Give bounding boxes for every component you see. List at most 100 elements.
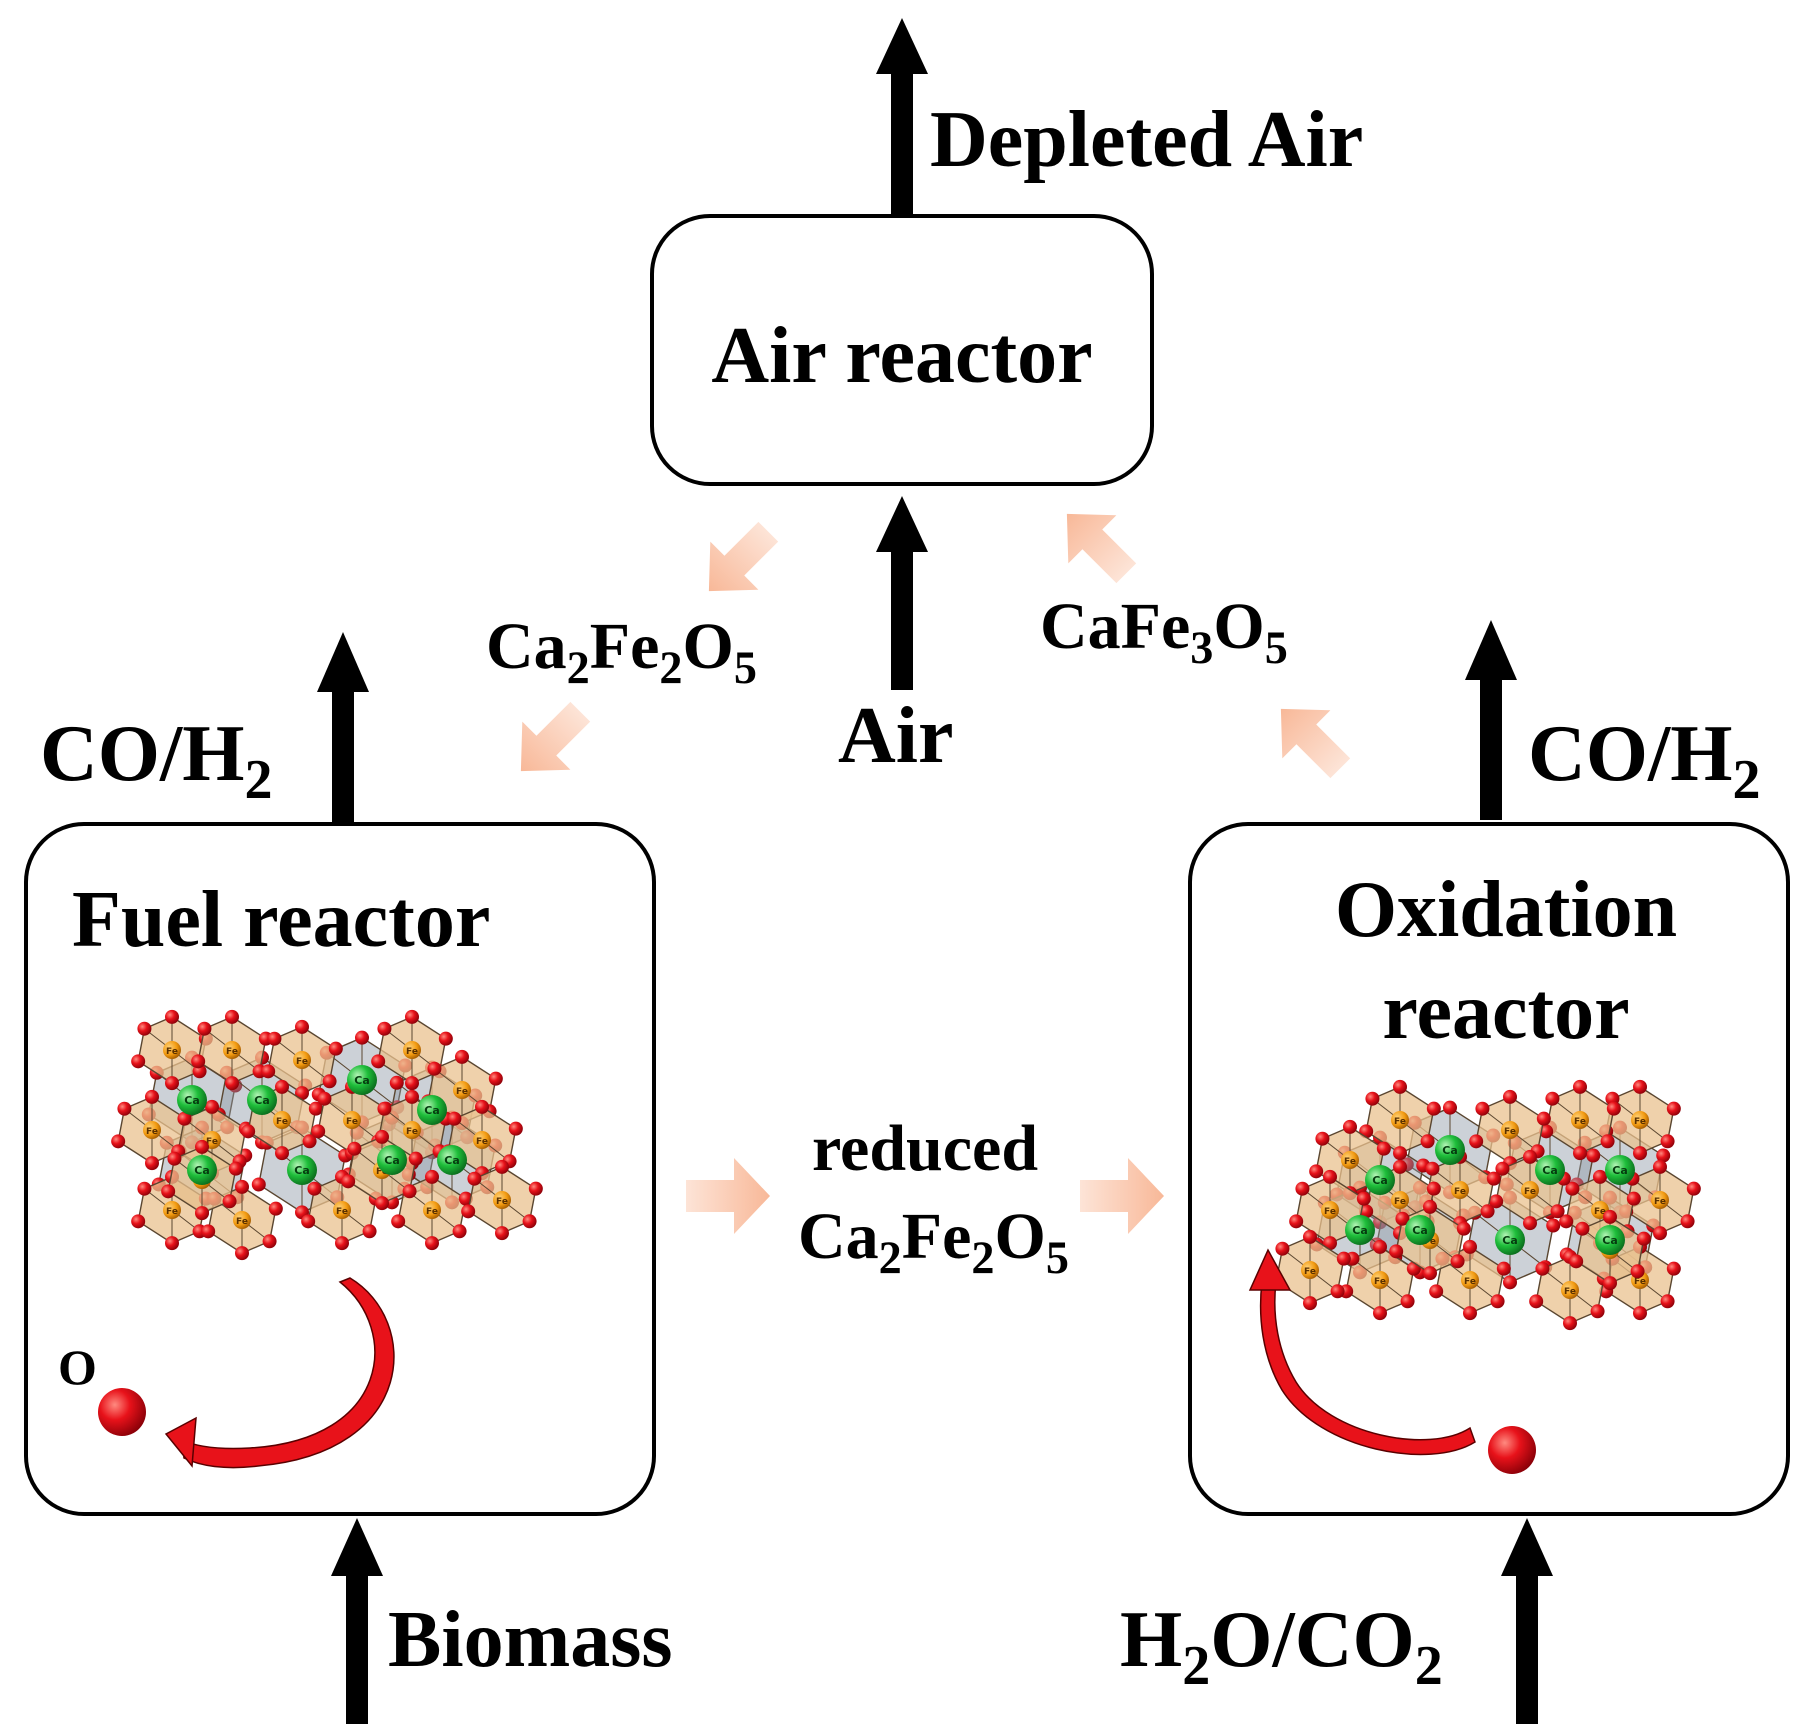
- oxygen-site: [165, 1009, 179, 1024]
- oxygen-site: [235, 1179, 249, 1194]
- oxygen-site: [1546, 1218, 1561, 1233]
- oxygen-site: [1666, 1261, 1681, 1276]
- oxygen-site: [1496, 1261, 1511, 1276]
- oxygen-site: [145, 1156, 159, 1171]
- oxygen-site: [137, 1181, 152, 1196]
- oxygen-site: [241, 1124, 256, 1139]
- calcium-atom: [1345, 1215, 1375, 1245]
- fuel-reactor-title: Fuel reactor: [72, 876, 491, 964]
- flow-arrow-oxidation-to-air-1: [1066, 513, 1137, 584]
- depleted-air-label: Depleted Air: [930, 96, 1364, 184]
- oxygen-site: [1550, 1204, 1565, 1219]
- oxygen-site: [307, 1181, 322, 1196]
- flow-arrow-air-to-fuel-1: [708, 521, 779, 592]
- oxygen-site: [1503, 1275, 1517, 1290]
- oxygen-site: [1636, 1231, 1651, 1246]
- oxygen-site: [228, 1161, 243, 1176]
- oxygen-site: [528, 1181, 543, 1196]
- calcium-atom: [1365, 1165, 1395, 1195]
- oxygen-site: [1356, 1191, 1371, 1206]
- oxygen-site: [1569, 1254, 1584, 1269]
- flow-arrow-air-to-fuel-2: [520, 701, 591, 772]
- iron-atom: [493, 1191, 511, 1209]
- iron-atom-label: Fe: [376, 1167, 388, 1177]
- oxygen-site: [375, 1196, 389, 1211]
- iron-atom-label: Fe: [1654, 1197, 1666, 1207]
- iron-atom-label: Fe: [346, 1117, 358, 1127]
- iron-atom: [1571, 1111, 1589, 1129]
- oxygen-site: [1565, 1181, 1580, 1196]
- calcium-atom-label: Ca: [1352, 1224, 1368, 1237]
- oxygen-release-arrow: [164, 1277, 395, 1469]
- oxygen-site: [145, 1089, 159, 1104]
- solid-flow-arrows: [520, 513, 1351, 1234]
- calcium-atom: [347, 1065, 377, 1095]
- oxygen-site: [322, 1074, 337, 1089]
- oxygen-site: [488, 1071, 503, 1086]
- oxygen-site: [1486, 1171, 1501, 1186]
- oxygen-site: [467, 1171, 482, 1186]
- oxygen-site: [1393, 1079, 1407, 1094]
- iron-atom-label: Fe: [426, 1207, 438, 1217]
- reduced-ca2fe2o5-label: Ca2Fe2O5: [798, 1200, 1069, 1283]
- oxygen-site: [1426, 1181, 1441, 1196]
- oxygen-site: [1536, 1111, 1551, 1126]
- oxygen-site: [377, 1101, 392, 1116]
- oxygen-site: [1490, 1294, 1505, 1309]
- oxygen-site: [1600, 1134, 1615, 1149]
- calcium-atom: [1435, 1135, 1465, 1165]
- iron-atom-label: Fe: [236, 1217, 248, 1227]
- iron-atom-label: Fe: [406, 1127, 418, 1137]
- iron-atom: [293, 1051, 311, 1069]
- oxygen-site: [1395, 1211, 1410, 1226]
- oxygen-site: [371, 1054, 386, 1069]
- oxygen-site: [201, 1224, 216, 1239]
- calcium-atom-label: Ca: [254, 1094, 270, 1107]
- iron-atom: [1561, 1281, 1579, 1299]
- oxidation-reactor-title-line2: reactor: [1382, 968, 1630, 1056]
- oxygen-site: [1660, 1294, 1675, 1309]
- calcium-atom: [287, 1155, 317, 1185]
- oxygen-site: [1315, 1131, 1330, 1146]
- oxygen-site: [1425, 1161, 1440, 1176]
- oxygen-site: [1480, 1204, 1495, 1219]
- flow-arrow-oxidation-to-air-2: [1280, 708, 1351, 779]
- oxygen-site: [1503, 1089, 1517, 1104]
- iron-atom-label: Fe: [1324, 1207, 1336, 1217]
- calcium-atom: [377, 1145, 407, 1175]
- oxygen-site: [1660, 1134, 1675, 1149]
- iron-atom: [1521, 1181, 1539, 1199]
- iron-atom-label: Fe: [1304, 1267, 1316, 1277]
- oxygen-site: [1373, 1239, 1387, 1254]
- oxygen-site: [225, 1009, 239, 1024]
- oxygen-site: [425, 1236, 439, 1251]
- oxygen-site: [1343, 1119, 1357, 1134]
- oxygen-site: [391, 1214, 406, 1229]
- iron-atom: [1341, 1151, 1359, 1169]
- iron-atom-label: Fe: [1424, 1237, 1436, 1247]
- air-inlet-arrow: [876, 496, 928, 690]
- iron-atom: [1461, 1271, 1479, 1289]
- oxygen-site: [405, 1009, 419, 1024]
- oxygen-site: [235, 1246, 249, 1261]
- oxygen-site: [1420, 1134, 1435, 1149]
- iron-atom: [163, 1201, 181, 1219]
- calcium-atom-label: Ca: [1542, 1164, 1558, 1177]
- oxygen-site: [1303, 1229, 1317, 1244]
- oxygen-site: [1630, 1264, 1645, 1279]
- oxygen-site: [475, 1099, 489, 1114]
- calcium-atom: [247, 1085, 277, 1115]
- oxygen-site: [1456, 1221, 1471, 1236]
- oxygen-site: [1545, 1091, 1560, 1106]
- oxygen-site: [341, 1174, 356, 1189]
- oxygen-site: [375, 1129, 389, 1144]
- iron-atom: [403, 1041, 421, 1059]
- iron-atom-label: Fe: [1504, 1127, 1516, 1137]
- flow-arrow-fuel-to-reduced: [686, 1158, 770, 1234]
- oxygen-site: [425, 1169, 439, 1184]
- oxygen-site: [405, 1076, 419, 1091]
- oxygen-site: [427, 1061, 442, 1076]
- oxidation-crystal-structure: FeFeFeFeFeFeFeFeFeFeFeFeFeFeFeFeFeFeCaCa…: [1269, 1079, 1701, 1331]
- iron-atom-label: Fe: [496, 1197, 508, 1207]
